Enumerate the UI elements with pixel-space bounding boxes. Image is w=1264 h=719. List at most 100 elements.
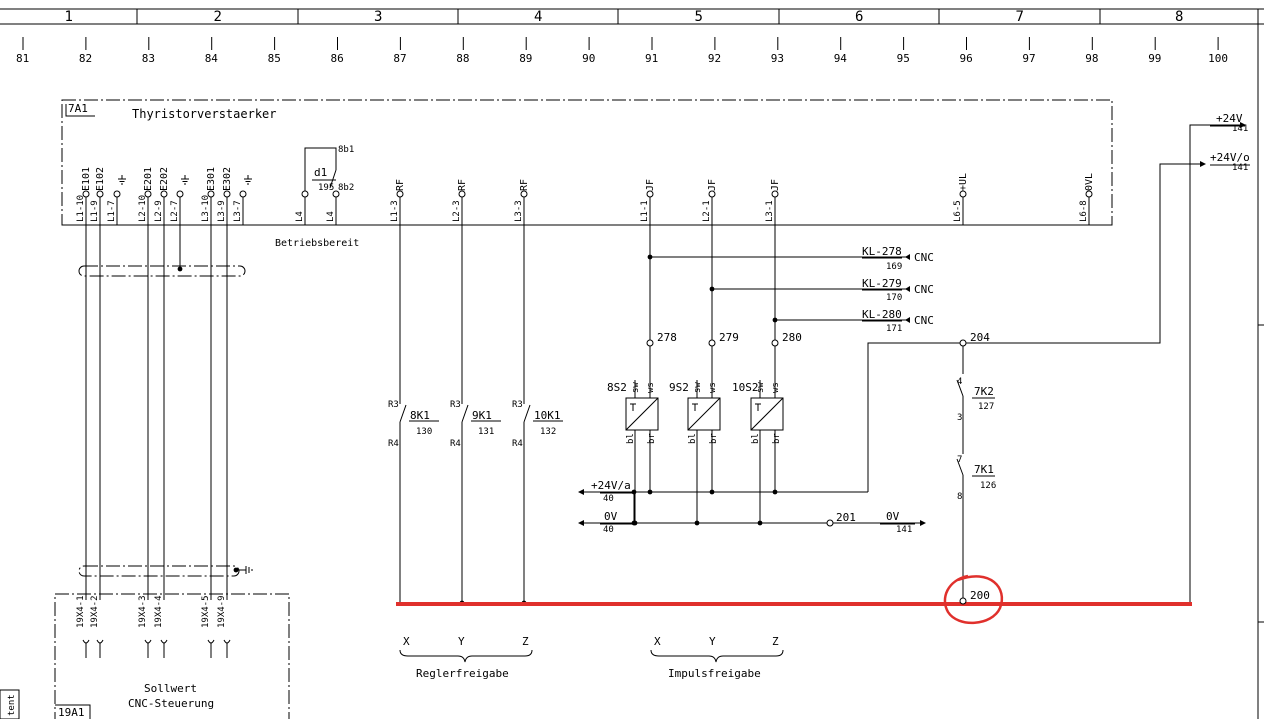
- contact-blade: [399, 404, 407, 423]
- path-number: 96: [960, 52, 973, 65]
- terminal-label: L1-9: [90, 200, 100, 222]
- contact-pin-bottom: R4: [512, 439, 523, 449]
- terminal-point: [176, 190, 184, 198]
- column-label: 7: [1016, 9, 1024, 25]
- cnc-line-2-dest: CNC: [914, 283, 934, 296]
- sensor-pin-bottom: br: [647, 433, 657, 444]
- setpoint-connector: [82, 639, 90, 658]
- supply-buses: +24V 141 +24V/o 141 +24V/a 40 0V 40 0V 1…: [578, 112, 1250, 605]
- sensor-symbol: [755, 403, 761, 411]
- contact-pin-top: R3: [512, 400, 523, 410]
- sensor-diagonal: [687, 397, 721, 431]
- pulse-enable-z: Z: [772, 635, 779, 648]
- path-number: 92: [708, 52, 721, 65]
- signal-label: JF: [707, 179, 718, 191]
- bus-0v-right-ref: 141: [896, 525, 912, 535]
- pulse-enable-group: X Y Z Impulsfreigabe: [650, 635, 784, 680]
- signal-label: JF: [770, 179, 781, 191]
- controller-enable-group: X Y Z Reglerfreigabe: [399, 635, 533, 680]
- controller-enable-z: Z: [522, 635, 529, 648]
- node-280: 280: [782, 331, 802, 344]
- node-279: 279: [719, 331, 739, 344]
- sensor-diagonal: [750, 397, 784, 431]
- setpoint-terminal-label: 19X4-1: [76, 595, 86, 628]
- setpoint-terminal-label: 19X4-5: [201, 595, 211, 628]
- sensor-body: [625, 397, 659, 431]
- path-number: 83: [142, 52, 155, 65]
- signal-label: E301: [206, 167, 217, 191]
- controller-enable-y: Y: [458, 635, 465, 648]
- amplifier-7A1: 7A1 Thyristorverstaerker: [61, 99, 1113, 226]
- relay-7k2-pin-top: 4: [957, 377, 962, 387]
- contact-blade: [461, 404, 469, 423]
- path-number: 89: [519, 52, 532, 65]
- impulse-enable-branches: [647, 225, 910, 343]
- setpoint-terminal-label: 19X4-3: [138, 595, 148, 628]
- cnc-line-1-label: KL-278: [862, 245, 902, 258]
- supply-24v-label: +24V: [1216, 112, 1243, 125]
- amplifier-id: 7A1: [68, 102, 88, 115]
- signal-label: RF: [519, 179, 530, 191]
- setpoint-connector: [160, 639, 168, 658]
- terminal-label: L2-3: [452, 200, 462, 222]
- ready-contact-label: d1: [314, 166, 327, 179]
- path-number: 91: [645, 52, 658, 65]
- sensor-pin-top: ws: [708, 382, 718, 393]
- contact-ref: 132: [540, 427, 556, 437]
- ready-contact-d1: d1 195 8b1 8b2 L4 L4 Betriebsbereit: [275, 145, 359, 249]
- sensor-pin-bottom: bl: [751, 433, 761, 444]
- terminal-label: L3-10: [201, 195, 211, 222]
- setpoint-id: 19A1: [58, 706, 85, 719]
- contact-pin-bottom: R4: [450, 439, 461, 449]
- node-201: 201: [836, 511, 856, 524]
- junction: [757, 520, 763, 526]
- node-204: 204: [970, 331, 990, 344]
- terminal-label: L3-9: [217, 200, 227, 222]
- ready-contact-terminal-right: L4: [326, 211, 336, 222]
- highlight-circle: [943, 574, 1004, 625]
- column-label: 3: [374, 9, 382, 25]
- terminal-label: L1-7: [107, 200, 117, 222]
- ready-contact-pin-top: 8b1: [338, 145, 354, 155]
- relay-7k1-pin-top: 7: [957, 455, 962, 465]
- contact-name: 10K1: [534, 409, 561, 422]
- cnc-line-labels: KL-278 169 CNC KL-279 170 CNC KL-280 171…: [862, 245, 934, 334]
- bus-0v-right-label: 0V: [886, 510, 900, 523]
- contact-ref: 130: [416, 427, 432, 437]
- controller-enable-caption: Reglerfreigabe: [416, 667, 509, 680]
- path-number: 97: [1022, 52, 1035, 65]
- pulse-enable-x: X: [654, 635, 661, 648]
- ready-contact-terminal-left: L4: [295, 211, 305, 222]
- column-label: 1: [65, 9, 73, 25]
- cnc-line-1-dest: CNC: [914, 251, 934, 264]
- sensor-pin-bottom: br: [772, 433, 782, 444]
- terminal-label: L2-10: [138, 195, 148, 222]
- sensor-pin-top: sw: [756, 382, 766, 393]
- sensor-pin-bottom: bl: [688, 433, 698, 444]
- contact-pin-top: R3: [450, 400, 461, 410]
- sensor-nodes: 278 279 280: [646, 331, 802, 347]
- junction: [772, 489, 778, 495]
- sensor-pin-top: ws: [771, 382, 781, 393]
- signal-label: E102: [95, 167, 106, 191]
- sensor-diagonal: [625, 397, 659, 431]
- signal-label: +UL: [958, 173, 969, 191]
- relay-contacts: 204 4 3 7K2 127 7 8 7K1 126: [956, 331, 996, 598]
- setpoint-cable: [78, 225, 253, 600]
- sensor-symbol: [692, 403, 698, 411]
- sensor-pin-bottom: br: [709, 433, 719, 444]
- path-number: 84: [205, 52, 219, 65]
- path-number: 87: [393, 52, 406, 65]
- junction: [709, 489, 715, 495]
- contact-ref: 131: [478, 427, 494, 437]
- bus-24va-ref: 40: [603, 494, 614, 504]
- path-number: 99: [1148, 52, 1161, 65]
- junction: [694, 520, 700, 526]
- signal-label: E201: [143, 167, 154, 191]
- setpoint-connector: [223, 639, 231, 658]
